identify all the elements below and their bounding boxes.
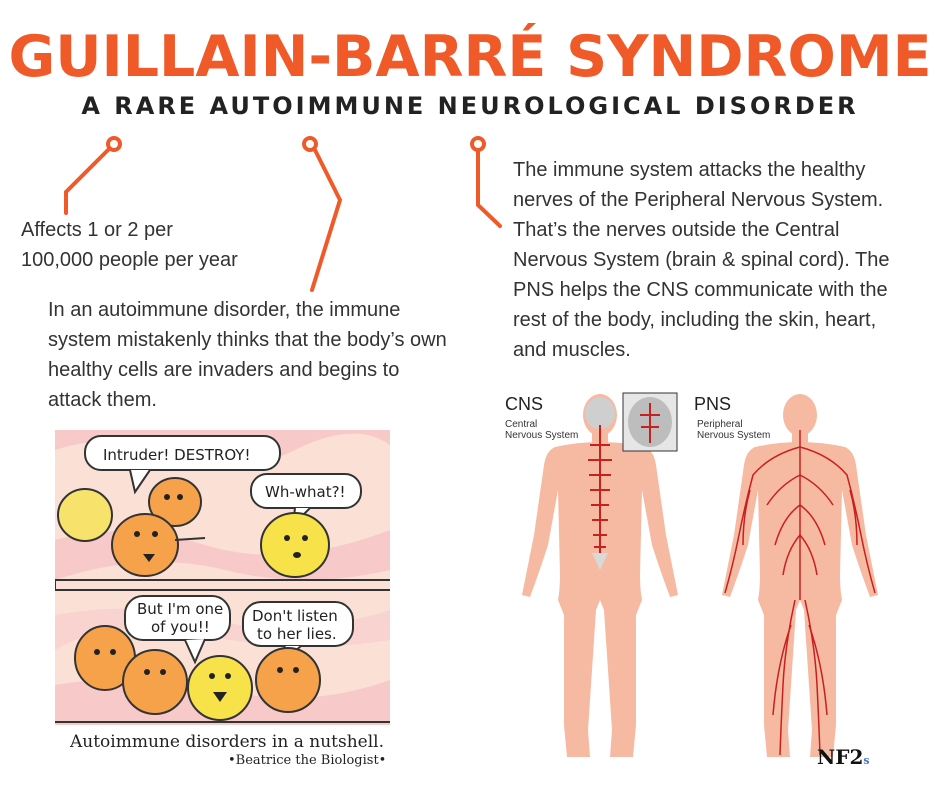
connector-pns-node <box>470 136 486 152</box>
cns-sublabel-line2: Nervous System <box>505 430 579 441</box>
cell-orange-attacker <box>111 513 179 577</box>
pns-fact: The immune system attacks the healthy ne… <box>513 159 890 361</box>
bubble-intruder: Intruder! DESTROY! <box>84 435 281 495</box>
bubble-one-of-you: But I'm one of you!! <box>124 595 231 665</box>
page-subtitle: A RARE AUTOIMMUNE NEUROLOGICAL DISORDER <box>81 92 859 120</box>
pns-sublabel-line2: Nervous System <box>697 430 771 441</box>
cns-sublabel-line1: Central <box>505 419 538 430</box>
bubble-dont-listen-line1: Don't listen <box>252 607 338 625</box>
bubble-intruder-text: Intruder! DESTROY! <box>103 446 250 464</box>
connector-incidence <box>64 146 112 215</box>
bubble-one-of-you-line1: But I'm one <box>137 600 223 618</box>
connector-autoimmune-node <box>302 136 318 152</box>
pns-nerves <box>724 430 876 756</box>
connector-lines <box>64 136 502 292</box>
bubble-dont-listen: Don't listen to her lies. <box>242 601 354 667</box>
logo-suffix: s <box>863 754 870 767</box>
cns-sublabel: Central Nervous System <box>505 419 578 441</box>
cell-yellow-left <box>57 488 113 542</box>
comic-panel: Intruder! DESTROY! Wh-what?! But I'm one <box>55 430 390 725</box>
comic-credit: •Beatrice the Biologist• <box>228 753 387 768</box>
connector-autoimmune <box>310 146 343 292</box>
anatomy-illustration <box>522 392 878 757</box>
cns-label: CNS <box>505 394 544 414</box>
comic-caption: Autoimmune disorders in a nutshell. <box>70 732 385 752</box>
cell-orange-back <box>148 477 202 527</box>
incidence-line1: Affects 1 or 2 per <box>21 219 173 241</box>
nf2-logo: NF2s <box>817 745 870 769</box>
connector-pns <box>476 148 502 228</box>
cell-yellow-accused <box>187 655 253 721</box>
bubble-one-of-you-line2: of you!! <box>151 618 210 636</box>
cns-brain <box>585 397 615 429</box>
logo-main: NF2 <box>817 745 864 769</box>
pns-label: PNS <box>694 394 732 414</box>
pns-sublabel-line1: Peripheral <box>697 419 743 430</box>
comic-illustration: Intruder! DESTROY! Wh-what?! But I'm one <box>55 430 390 725</box>
incidence-line2: 100,000 people per year <box>21 249 238 271</box>
page-title: GUILLAIN-BARRÉ SYNDROME <box>8 24 932 90</box>
cell-orange-3 <box>255 647 321 713</box>
cns-sacrum <box>592 553 608 570</box>
bubble-dont-listen-line2: to her lies. <box>257 625 337 643</box>
incidence-fact: Affects 1 or 2 per 100,000 people per ye… <box>21 215 281 275</box>
autoimmune-fact: In an autoimmune disorder, the immune sy… <box>48 299 447 411</box>
cns-spinal-cord <box>588 425 612 555</box>
cell-orange-2 <box>122 649 188 715</box>
bubble-whwhat-text: Wh-what?! <box>265 483 346 501</box>
connector-incidence-node <box>106 136 122 152</box>
cell-yellow-victim <box>260 512 330 578</box>
brain-inset <box>622 392 678 452</box>
pns-sublabel: Peripheral Nervous System <box>697 419 770 441</box>
